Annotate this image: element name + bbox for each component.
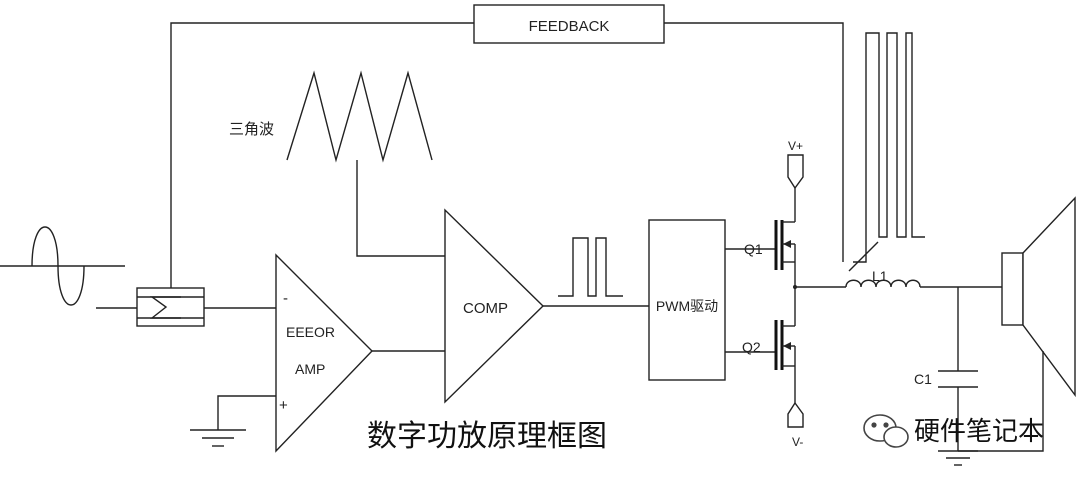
sine-wave-icon	[31, 226, 85, 306]
feedback-block: FEEDBACK	[473, 4, 665, 44]
vminus-label: V-	[792, 435, 803, 449]
error-amplifier: - + EEEOR AMP	[275, 253, 373, 453]
ground-symbol-cap	[938, 450, 978, 466]
wechat-icon	[863, 414, 909, 448]
triangle-waveform	[286, 70, 433, 163]
vplus-label: V+	[788, 139, 803, 153]
q2-label: Q2	[742, 339, 761, 355]
pwm-driver-label: PWM驱动	[656, 298, 718, 314]
vminus-terminal	[787, 401, 804, 428]
diagram-caption: 数字功放原理框图	[367, 419, 607, 454]
pwm-driver-block: PWM驱动	[648, 219, 726, 381]
speaker-icon	[1001, 196, 1076, 398]
watermark-text: 硬件笔记本	[914, 417, 1044, 447]
error-amp-label-2: AMP	[295, 361, 325, 377]
minus-input-label: -	[283, 290, 288, 307]
c1-capacitor: C1	[914, 287, 978, 451]
feedback-label: FEEDBACK	[529, 18, 610, 35]
l1-inductor	[845, 279, 921, 288]
comp-label: COMP	[463, 300, 508, 317]
error-amp-label-1: EEEOR	[286, 324, 335, 340]
q1-label: Q1	[744, 241, 763, 257]
ground-symbol-amp	[190, 395, 276, 447]
output-pwm-waveform	[853, 32, 925, 263]
plus-input-label: +	[279, 397, 288, 414]
pwm-pulse-waveform	[558, 237, 623, 297]
speaker-return-wire	[958, 351, 1044, 452]
comparator: COMP	[444, 208, 545, 404]
vplus-terminal	[787, 154, 804, 190]
triangle-wave-label: 三角波	[229, 121, 274, 138]
summing-block	[136, 287, 205, 327]
q1-mosfet: Q1	[744, 220, 796, 270]
l1-label: L1	[872, 268, 888, 284]
feedback-tap-wire	[848, 241, 879, 272]
feedback-path	[170, 22, 844, 288]
triangle-to-comp-wire	[356, 160, 445, 257]
q2-mosfet: Q2	[742, 320, 796, 370]
c1-label: C1	[914, 371, 932, 387]
